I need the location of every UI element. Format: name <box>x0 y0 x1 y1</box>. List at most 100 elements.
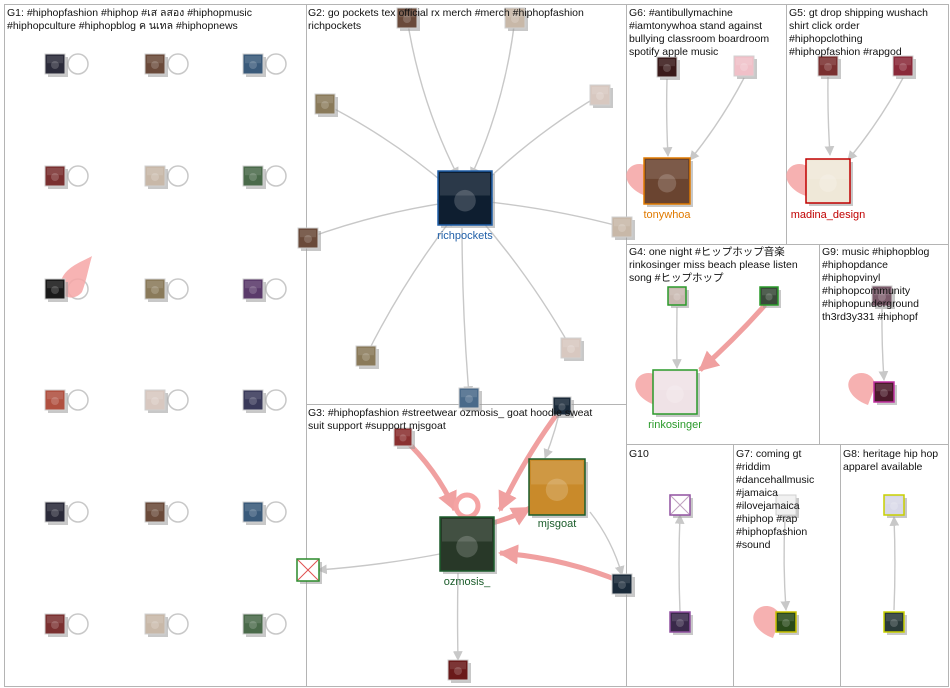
node-g1-0-1[interactable] <box>144 53 168 77</box>
edge-g3-b <box>497 408 563 512</box>
node-mjsgoat[interactable] <box>528 458 588 518</box>
node-g8-a[interactable] <box>883 494 907 518</box>
node-g1-5-1[interactable] <box>144 613 168 637</box>
node-g1-1-1[interactable] <box>144 165 168 189</box>
group-label-g4: G4: one night #ヒップホップ音楽 rinkosinger miss… <box>629 246 798 284</box>
node-g2-0[interactable] <box>396 7 420 31</box>
loop-g1-5-0 <box>67 613 89 635</box>
edge-g3-d <box>498 544 623 585</box>
node-label-mjsgoat[interactable]: mjsgoat <box>538 518 577 530</box>
node-g1-0-2[interactable] <box>242 53 266 77</box>
node-tonywhoa[interactable] <box>643 157 693 207</box>
edge-g5-b <box>847 77 904 161</box>
node-label-tonywhoa[interactable]: tonywhoa <box>643 209 691 221</box>
edge-g5-a <box>824 76 835 156</box>
loop-g9 <box>848 372 875 405</box>
edge-g2-5 <box>482 197 623 228</box>
node-g9-b[interactable] <box>873 381 897 405</box>
node-richpockets[interactable] <box>437 170 495 228</box>
group-label-g6: G6: #antibullymachine #iamtonywhoa stand… <box>629 7 770 58</box>
node-g2-2[interactable] <box>314 93 338 117</box>
node-g1-3-2[interactable] <box>242 389 266 413</box>
node-g1-2-1[interactable] <box>144 278 168 302</box>
node-g6-a[interactable] <box>656 56 680 80</box>
node-g1-3-0[interactable] <box>44 389 68 413</box>
group-panels <box>4 4 949 687</box>
loop-g1-0-1 <box>167 53 189 75</box>
group-label-g2: G2: go pockets tex official rx merch #me… <box>308 7 584 32</box>
graph-edges <box>307 17 904 661</box>
edge-g2-3 <box>480 94 601 187</box>
loop-g1-4-2 <box>265 501 287 523</box>
node-g3-top-b[interactable] <box>552 396 574 418</box>
node-label-madina-design[interactable]: madina_design <box>791 209 866 221</box>
loop-g1-4-1 <box>167 501 189 523</box>
loop-g7 <box>753 605 780 638</box>
node-ozmosis[interactable] <box>439 516 497 574</box>
node-g2-7[interactable] <box>560 337 584 361</box>
node-g9-a[interactable] <box>871 285 895 309</box>
node-g1-1-2[interactable] <box>242 165 266 189</box>
node-g7-a[interactable] <box>775 494 799 518</box>
group-label-g7: G7: coming gt #riddim #dancehallmusic #j… <box>736 448 815 551</box>
node-g2-bottom[interactable] <box>458 387 482 411</box>
node-g8-b[interactable] <box>883 611 907 635</box>
loop-g1-1-0 <box>67 165 89 187</box>
panel-g8 <box>840 444 949 687</box>
node-g10-b[interactable] <box>669 611 693 635</box>
node-g3-right[interactable] <box>611 573 635 597</box>
edge-g2-6 <box>365 216 454 357</box>
node-g7-b[interactable] <box>775 611 799 635</box>
node-g3-bot[interactable] <box>447 659 471 683</box>
node-g5-b[interactable] <box>892 55 916 79</box>
node-g2-4[interactable] <box>297 227 321 251</box>
node-g2-3[interactable] <box>589 84 613 108</box>
group-label-g8: G8: heritage hip hop apparel available <box>843 448 939 473</box>
group-label-g10: G10 <box>629 448 649 460</box>
node-g1-4-1[interactable] <box>144 501 168 525</box>
node-g3-top-a[interactable] <box>393 427 415 449</box>
node-rinkosinger[interactable] <box>652 369 700 417</box>
node-label-rinkosinger[interactable]: rinkosinger <box>648 419 702 431</box>
node-g6-b[interactable] <box>733 55 757 79</box>
loop-g1-0-0 <box>67 53 89 75</box>
node-g1-1-0[interactable] <box>44 165 68 189</box>
broken-image-icon-b <box>297 559 319 581</box>
loop-g1-5-2 <box>265 613 287 635</box>
node-g1-2-0[interactable] <box>44 278 68 302</box>
node-g1-4-2[interactable] <box>242 501 266 525</box>
node-madina[interactable] <box>805 158 853 206</box>
loop-g1-1-2 <box>265 165 287 187</box>
node-g2-6[interactable] <box>355 345 379 369</box>
node-g1-5-0[interactable] <box>44 613 68 637</box>
node-g1-3-1[interactable] <box>144 389 168 413</box>
loop-g1-0-2 <box>265 53 287 75</box>
node-label-ozmosis[interactable]: ozmosis_ <box>444 576 491 588</box>
group-label-g9: G9: music #hiphopblog #hiphopdance #hiph… <box>822 246 930 323</box>
node-g1-2-2[interactable] <box>242 278 266 302</box>
node-g1-5-2[interactable] <box>242 613 266 637</box>
loop-g1-1-1 <box>167 165 189 187</box>
node-label-richpockets[interactable]: richpockets <box>437 230 493 242</box>
node-g1-0-0[interactable] <box>44 53 68 77</box>
node-g4-a[interactable] <box>667 286 689 308</box>
edge-g9-a <box>878 308 889 381</box>
edge-g7-a <box>780 517 791 611</box>
graph-nodes <box>44 7 916 683</box>
panel-g1 <box>4 4 307 687</box>
node-g2-1[interactable] <box>504 7 528 31</box>
edge-g2-2 <box>324 103 449 188</box>
loop-ozmosis <box>453 492 481 520</box>
loop-g1-2-2 <box>265 278 287 300</box>
loop-g1-5-1 <box>167 613 189 635</box>
loop-g1-4-0 <box>67 501 89 523</box>
edge-g6-a <box>662 78 673 157</box>
panel-g10 <box>626 444 734 687</box>
group-label-g3: G3: #hiphopfashion #streetwear ozmosis_ … <box>308 407 593 432</box>
node-g2-5[interactable] <box>611 216 635 240</box>
node-g5-a[interactable] <box>817 55 841 79</box>
node-g4-b[interactable] <box>759 286 781 308</box>
node-g1-4-0[interactable] <box>44 501 68 525</box>
edge-g2-7 <box>477 215 572 349</box>
